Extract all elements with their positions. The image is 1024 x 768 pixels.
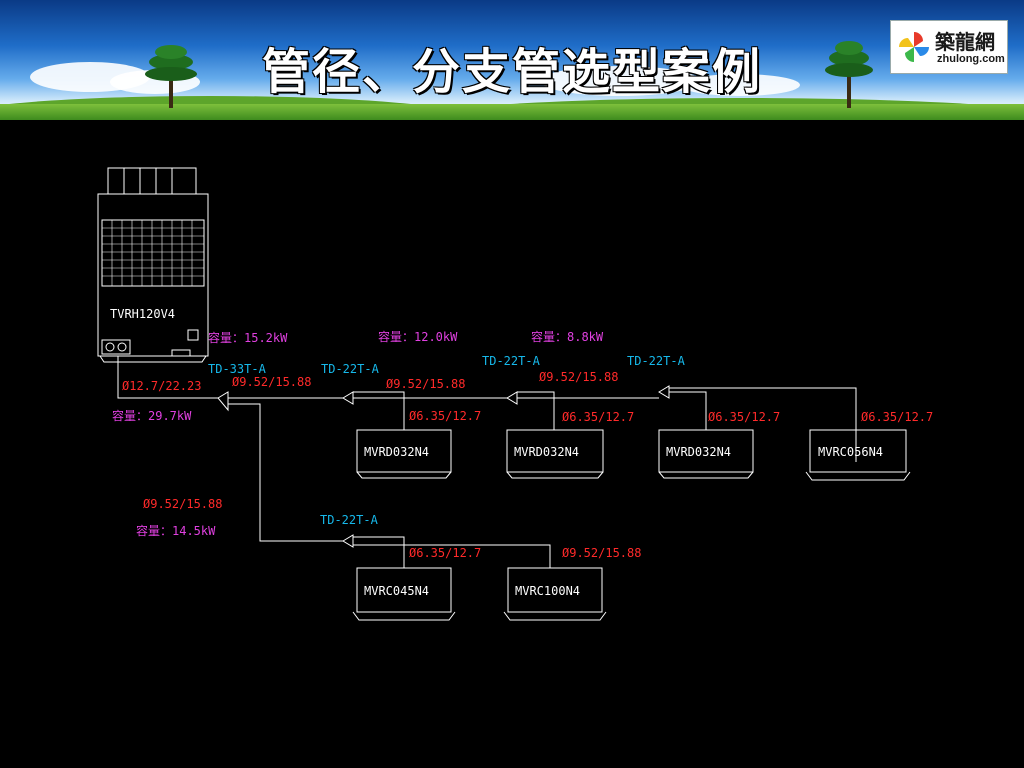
lower-branch-line [228, 403, 343, 542]
branch-model-tag: TD-22T-A [321, 362, 380, 376]
capacity-label: 容量：12.0kW [378, 329, 458, 344]
logo-text-cn: 築龍網 [935, 30, 995, 54]
pipe-size-label: Ø9.52/15.88 [143, 497, 222, 511]
indoor-unit-model: MVRD032N4 [666, 445, 731, 459]
capacity-label: 容量：8.8kW [531, 329, 604, 344]
indoor-unit-model: MVRC045N4 [364, 584, 429, 598]
tree-icon [825, 41, 873, 108]
tree-decoration [145, 41, 873, 108]
slide-title: 管径、分支管选型案例 [261, 44, 762, 100]
pipe-size-label: Ø6.35/12.7 [562, 410, 634, 424]
outdoor-unit-grille [101, 219, 205, 287]
outdoor-unit-valve-block [101, 339, 131, 355]
branch-model-tag: TD-22T-A [482, 354, 541, 368]
pipe-size-label: Ø6.35/12.7 [708, 410, 780, 424]
pipe-size-label: Ø6.35/12.7 [409, 546, 481, 560]
branch-joint-icon [342, 534, 354, 548]
pipe-size-label: Ø12.7/22.23 [122, 379, 201, 393]
outdoor-unit-panel-icon [187, 329, 199, 341]
branch-model-tag: TD-22T-A [627, 354, 686, 368]
indoor-unit: MVRD032N4 [356, 429, 452, 479]
indoor-unit: MVRC100N4 [503, 567, 607, 621]
outdoor-unit-top-fan [107, 167, 197, 195]
grass-strip [0, 104, 1024, 120]
valve-icon [105, 342, 115, 352]
cloud-decoration [680, 74, 800, 96]
header-banner: 管径、分支管选型案例 築龍網 zhulong.com [0, 0, 1024, 120]
outdoor-unit-model: TVRH120V4 [110, 307, 175, 321]
pipe-network [117, 356, 857, 568]
indoor-unit-model: MVRC056N4 [818, 445, 883, 459]
valve-icon [117, 342, 127, 352]
tree-icon [145, 45, 197, 108]
indoor-unit: MVRC045N4 [352, 567, 456, 621]
indoor-unit-model: MVRD032N4 [514, 445, 579, 459]
branch-joint-icon [342, 391, 354, 405]
pipe-size-label: Ø6.35/12.7 [409, 409, 481, 423]
capacity-label: 容量：29.7kW [112, 408, 192, 423]
pipe-size-label: Ø6.35/12.7 [861, 410, 933, 424]
zhulong-logo: 築龍網 zhulong.com [890, 20, 1008, 74]
branch-model-tag: TD-22T-A [320, 513, 379, 527]
main-pipe-line [117, 356, 218, 399]
indoor-unit: MVRD032N4 [658, 429, 754, 479]
outdoor-unit-body [97, 193, 209, 357]
indoor-unit: MVRC056N4 [805, 429, 911, 481]
indoor-unit: MVRD032N4 [506, 429, 604, 479]
branch-joint-icon [217, 391, 229, 412]
pipe-size-label: Ø9.52/15.88 [232, 375, 311, 389]
pipe-size-label: Ø9.52/15.88 [386, 377, 465, 391]
branch-joint-icon [506, 391, 518, 405]
outdoor-unit [97, 167, 209, 363]
pinwheel-logo-icon [899, 32, 929, 62]
outdoor-unit-base [99, 355, 207, 363]
indoor-unit-model: MVRD032N4 [364, 445, 429, 459]
capacity-label: 容量：14.5kW [136, 523, 216, 538]
logo-text-en: zhulong.com [937, 53, 1005, 65]
branch-model-tag: TD-33T-A [208, 362, 267, 376]
branch-joint-icon [658, 385, 670, 399]
cloud-decoration [540, 66, 700, 96]
pipe-size-label: Ø9.52/15.88 [562, 546, 641, 560]
pipe-size-label: Ø9.52/15.88 [539, 370, 618, 384]
capacity-label: 容量：15.2kW [208, 330, 288, 345]
indoor-unit-model: MVRC100N4 [515, 584, 580, 598]
